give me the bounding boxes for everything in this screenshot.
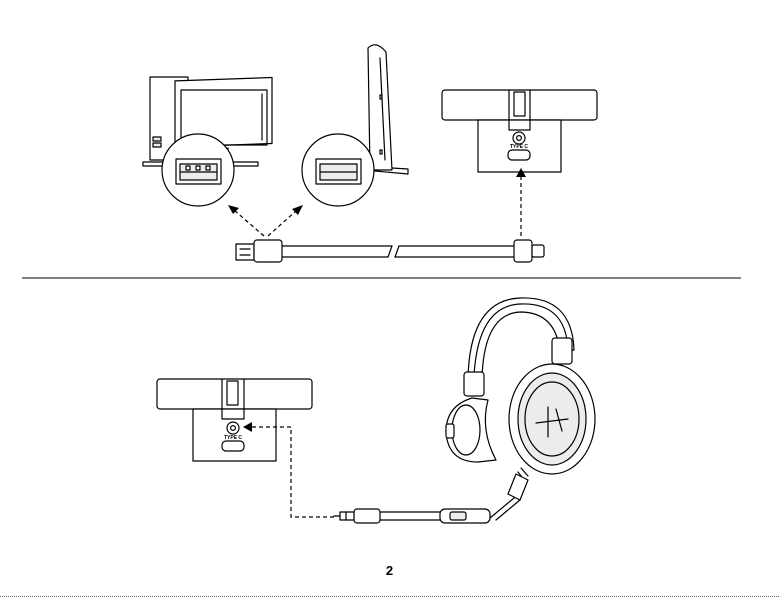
usb-cable: [236, 240, 544, 262]
page-number: 2: [0, 563, 779, 578]
sound-card-top: TYPE C: [442, 90, 597, 172]
sound-card-bottom: TYPE C: [157, 379, 312, 461]
pc-usb-port-magnifier: [162, 134, 234, 206]
type-c-label-top: TYPE C: [510, 144, 528, 150]
console-usb-port-magnifier: [302, 134, 374, 206]
usb-a-arrows: [228, 205, 303, 236]
headset-illustration: [334, 298, 595, 523]
type-c-label-bottom: TYPE C: [224, 435, 242, 441]
type-c-arrow: [516, 168, 526, 236]
page-bottom-rule: [0, 596, 779, 597]
